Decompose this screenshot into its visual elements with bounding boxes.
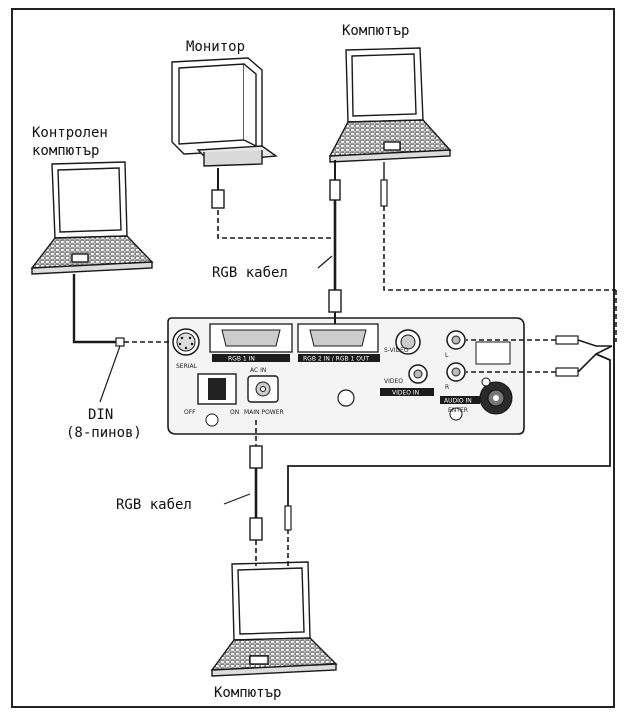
serial-label: SERIAL bbox=[176, 363, 198, 370]
video-in-ports: S-VIDEO VIDEO VIDEO IN bbox=[380, 329, 434, 397]
enter-label: ENTER bbox=[448, 407, 468, 414]
computer-top-label: Компютър bbox=[342, 23, 410, 39]
rgb-cable-bottom-label: RGB кабел bbox=[116, 497, 192, 513]
s-video-label: S-VIDEO bbox=[384, 347, 409, 354]
computer-top-laptop-icon bbox=[328, 47, 452, 163]
audio-in-label: AUDIO IN bbox=[444, 398, 472, 405]
serial-din-port: SERIAL bbox=[172, 328, 200, 370]
power-off-label: OFF bbox=[184, 409, 196, 416]
din-label-line1: DIN bbox=[88, 407, 114, 423]
monitor-icon bbox=[171, 57, 278, 167]
computer-bottom-label: Компютър bbox=[214, 685, 282, 701]
projector-rear-panel: SERIAL RGB 1 IN RGB 2 IN / RGB 1 OUT S-V… bbox=[167, 317, 525, 435]
ac-in-socket: AC IN MAIN POWER bbox=[244, 367, 355, 416]
enter-joystick: ENTER bbox=[448, 377, 513, 421]
rgb1-in-label: RGB 1 IN bbox=[228, 356, 255, 363]
main-power-label: MAIN POWER bbox=[244, 409, 284, 416]
control-computer-laptop-icon bbox=[30, 161, 154, 275]
rgb2-in-label: RGB 2 IN / RGB 1 OUT bbox=[303, 356, 369, 363]
audio-l-label: L bbox=[445, 352, 449, 359]
control-computer-label-line2: компютър bbox=[32, 143, 100, 159]
audio-r-label: R bbox=[445, 384, 449, 391]
cables bbox=[72, 160, 617, 566]
rgb2-in-rgb1-out-port: RGB 2 IN / RGB 1 OUT bbox=[297, 323, 380, 363]
din-label-line2: (8-пинов) bbox=[66, 425, 142, 441]
audio-in-ports: L R AUDIO IN bbox=[440, 330, 511, 405]
video-label: VIDEO bbox=[384, 378, 403, 385]
ac-in-label: AC IN bbox=[250, 367, 266, 374]
control-computer-label-line1: Контролен bbox=[32, 125, 108, 141]
rgb1-in-port: RGB 1 IN bbox=[209, 323, 293, 363]
monitor-label: Монитор bbox=[186, 39, 246, 55]
computer-bottom-laptop-icon bbox=[210, 561, 338, 677]
rgb-cable-top-label: RGB кабел bbox=[212, 265, 288, 281]
power-on-label: ON bbox=[230, 409, 239, 416]
main-power-switch: OFF ON bbox=[184, 373, 239, 427]
video-in-label: VIDEO IN bbox=[392, 390, 419, 397]
